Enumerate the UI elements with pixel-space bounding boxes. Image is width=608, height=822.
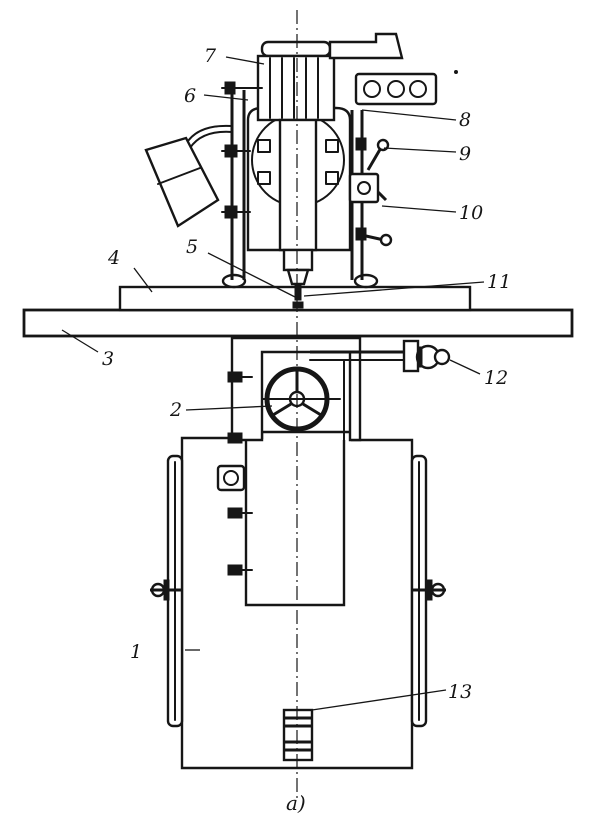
handwheel bbox=[261, 366, 341, 432]
leader-lines bbox=[61, 56, 485, 711]
callout-1: 1 bbox=[130, 641, 142, 663]
switch-panel bbox=[354, 70, 458, 106]
callout-7: 7 bbox=[204, 45, 217, 67]
jack-screw bbox=[282, 708, 314, 762]
callout-12: 12 bbox=[484, 367, 508, 389]
callout-labels: 1 2 3 4 5 6 7 8 9 10 11 12 13 bbox=[102, 45, 511, 703]
callout-3: 3 bbox=[102, 348, 114, 370]
callout-9: 9 bbox=[459, 143, 471, 165]
figure-caption: a) bbox=[286, 791, 306, 815]
callout-11: 11 bbox=[487, 271, 511, 293]
lamp bbox=[144, 124, 233, 228]
callout-5: 5 bbox=[186, 236, 198, 258]
vertical-slide bbox=[216, 336, 362, 607]
spindle-head bbox=[230, 32, 404, 309]
callout-10: 10 bbox=[459, 202, 483, 224]
callout-4: 4 bbox=[107, 247, 120, 269]
clamp-bolts bbox=[221, 81, 263, 219]
callout-13: 13 bbox=[448, 681, 472, 703]
callout-6: 6 bbox=[184, 85, 196, 107]
feed-mechanism bbox=[309, 339, 451, 373]
feed-lever bbox=[348, 137, 393, 247]
callout-8: 8 bbox=[459, 109, 471, 131]
callout-2: 2 bbox=[169, 399, 182, 421]
